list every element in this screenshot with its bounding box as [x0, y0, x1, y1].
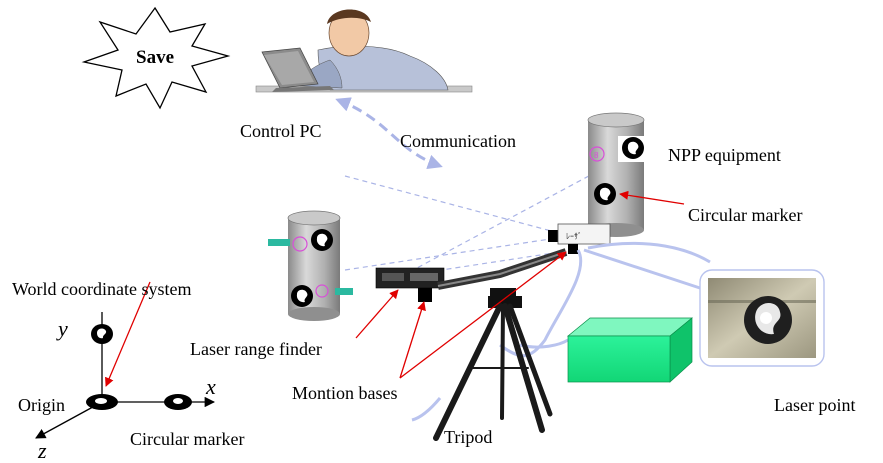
npp-equipment-cylinder: 8 — [587, 112, 645, 237]
circular-marker-label-bottom: Circular marker — [130, 429, 245, 449]
save-label: Save — [136, 47, 174, 68]
laser-range-finder-label: Laser range finder — [190, 339, 322, 359]
tripod-icon — [433, 296, 553, 441]
operator-at-laptop-icon — [255, 9, 473, 93]
save-starburst-icon — [81, 6, 231, 110]
circular-marker-label-top: Circular marker — [688, 205, 803, 225]
laser-head-assembly: ﾚｰｻﾞ — [375, 223, 611, 302]
sight-lines — [344, 169, 601, 277]
world-coordinate-system-label: World coordinate system — [12, 279, 192, 299]
svg-text:ﾚｰｻﾞ: ﾚｰｻﾞ — [566, 232, 582, 241]
red-pointer-arrows — [105, 190, 685, 387]
axis-z-label: z — [38, 438, 47, 463]
left-equipment-cylinder — [268, 210, 353, 321]
tripod-label: Tripod — [444, 427, 493, 447]
communication-label: Communication — [400, 131, 516, 151]
circular-marker-icon — [594, 183, 616, 205]
control-pc-label: Control PC — [240, 121, 322, 141]
svg-text:8: 8 — [594, 151, 599, 160]
motion-bases-label: Montion bases — [292, 383, 398, 403]
communication-link — [335, 97, 443, 170]
origin-label: Origin — [18, 395, 65, 415]
axis-y-label: y — [58, 316, 68, 341]
npp-equipment-label: NPP equipment — [668, 145, 781, 165]
green-box-icon — [567, 317, 693, 383]
laser-point-photo-inset — [699, 269, 825, 367]
circular-marker-icon — [622, 137, 644, 159]
circular-marker-icon — [291, 285, 313, 307]
world-coordinate-system — [35, 312, 216, 439]
axis-x-label: x — [206, 374, 216, 399]
laser-point-label: Laser point — [774, 395, 856, 415]
circular-marker-icon — [311, 229, 333, 251]
